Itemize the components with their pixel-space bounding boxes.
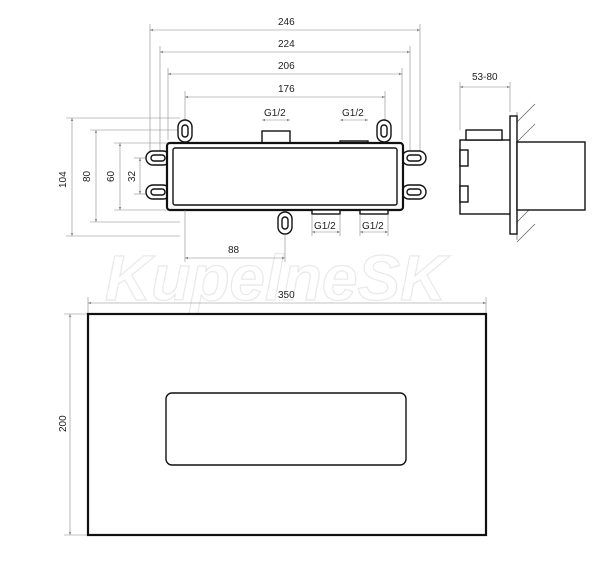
side-port-notch-left-bottom: [459, 185, 469, 203]
port-label-top-left: G1/2: [264, 108, 286, 119]
dimension-200: 200: [58, 313, 88, 536]
dim-350-label: 350: [278, 290, 295, 301]
top-view: 246 224 206 176 G1/2 G1/2: [58, 17, 427, 262]
dim-88-label: 88: [228, 245, 240, 256]
side-port-notch-left: [459, 149, 469, 167]
bottom-port-stub-right: [359, 209, 389, 215]
side-port-stub-top: [465, 129, 503, 141]
dimension-224: 224: [159, 39, 411, 160]
dimension-246: 246: [149, 17, 421, 160]
dim-206-label: 206: [278, 61, 295, 72]
dim-60-label: 60: [106, 170, 117, 182]
dimension-104: 104: [58, 117, 180, 237]
dimension-80: 80: [82, 129, 180, 223]
port-label-bottom-right: G1/2: [362, 221, 384, 232]
side-front-cartridge: [516, 141, 586, 211]
side-view: 53-80: [459, 72, 586, 243]
dimension-53-80: 53-80: [459, 72, 511, 130]
mounting-lugs: [145, 119, 427, 235]
dim-104-label: 104: [58, 171, 69, 188]
valve-box-inner: [172, 147, 398, 206]
dimension-350: 350: [87, 290, 487, 314]
port-label-top-right: G1/2: [342, 108, 364, 119]
dimension-206: 206: [167, 61, 403, 140]
side-cover-plate: [509, 115, 518, 235]
dim-80-label: 80: [82, 170, 93, 182]
bottom-port-stub-left: [311, 209, 341, 215]
dim-224-label: 224: [278, 39, 295, 50]
port-dim-bottom-left: G1/2: [311, 214, 341, 236]
dim-32-label: 32: [127, 170, 138, 182]
dim-53-80-label: 53-80: [472, 72, 498, 83]
port-dim-bottom-right: G1/2: [359, 214, 389, 236]
front-plate-view: 350 200: [58, 290, 488, 537]
dim-176-label: 176: [278, 84, 295, 95]
front-plate-opening: [165, 392, 407, 466]
port-dim-top-left: G1/2: [262, 108, 290, 122]
dim-246-label: 246: [278, 17, 295, 28]
port-dim-top-right: G1/2: [340, 108, 368, 122]
dimension-88: 88: [184, 210, 286, 262]
dim-200-label: 200: [58, 415, 69, 432]
port-label-bottom-left: G1/2: [314, 221, 336, 232]
dimension-60: 60: [106, 142, 170, 211]
